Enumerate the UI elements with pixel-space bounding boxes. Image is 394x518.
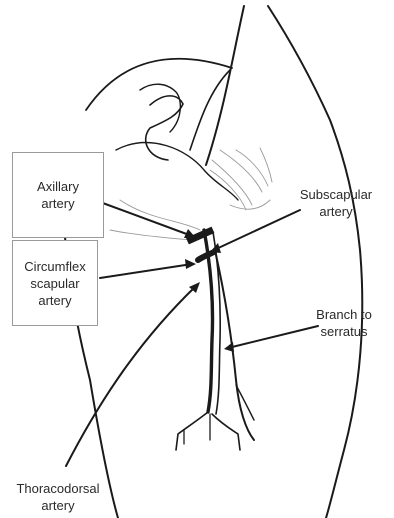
subscapular-label-line-1: Subscapular: [286, 186, 386, 203]
circumflex-scapular-artery-box: Circumflex scapular artery: [12, 240, 98, 326]
circumflex-label-line-2: scapular: [30, 275, 79, 292]
axillary-artery-box: Axillary artery: [12, 152, 104, 238]
chest-contour: [326, 250, 362, 518]
axillary-artery-label-line-1: Axillary: [37, 178, 79, 195]
terminal-branch-right: [212, 414, 240, 450]
thoracodorsal-artery-label: Thoracodorsal artery: [6, 480, 110, 514]
serratus-label-line-1: Branch to: [302, 306, 386, 323]
circumflex-label-line-1: Circumflex: [24, 258, 85, 275]
axillary-artery-label-line-2: artery: [41, 195, 74, 212]
arm-outline-outer: [206, 6, 244, 165]
shoulder-contour: [190, 70, 230, 150]
thoracodorsal-label-line-2: artery: [6, 497, 110, 514]
subscapular-artery-label: Subscapular artery: [286, 186, 386, 220]
terminal-branch-left: [176, 412, 208, 450]
branch-to-serratus-label: Branch to serratus: [302, 306, 386, 340]
circumflex-arrowhead: [185, 259, 196, 269]
axilla-fold: [116, 143, 238, 200]
circumflex-label-line-3: artery: [38, 292, 71, 309]
serratus-arrowhead: [224, 342, 234, 352]
terminal-branch-mid: [184, 414, 210, 444]
scapula-inner: [140, 84, 180, 132]
serratus-branch-vessel: [216, 255, 254, 440]
serratus-label-line-2: serratus: [302, 323, 386, 340]
circumflex-pointer: [100, 264, 192, 278]
subscapular-label-line-2: artery: [286, 203, 386, 220]
thoracodorsal-label-line-1: Thoracodorsal: [6, 480, 110, 497]
circumflex-stump: [198, 252, 214, 260]
muscle-striations: [110, 148, 272, 240]
